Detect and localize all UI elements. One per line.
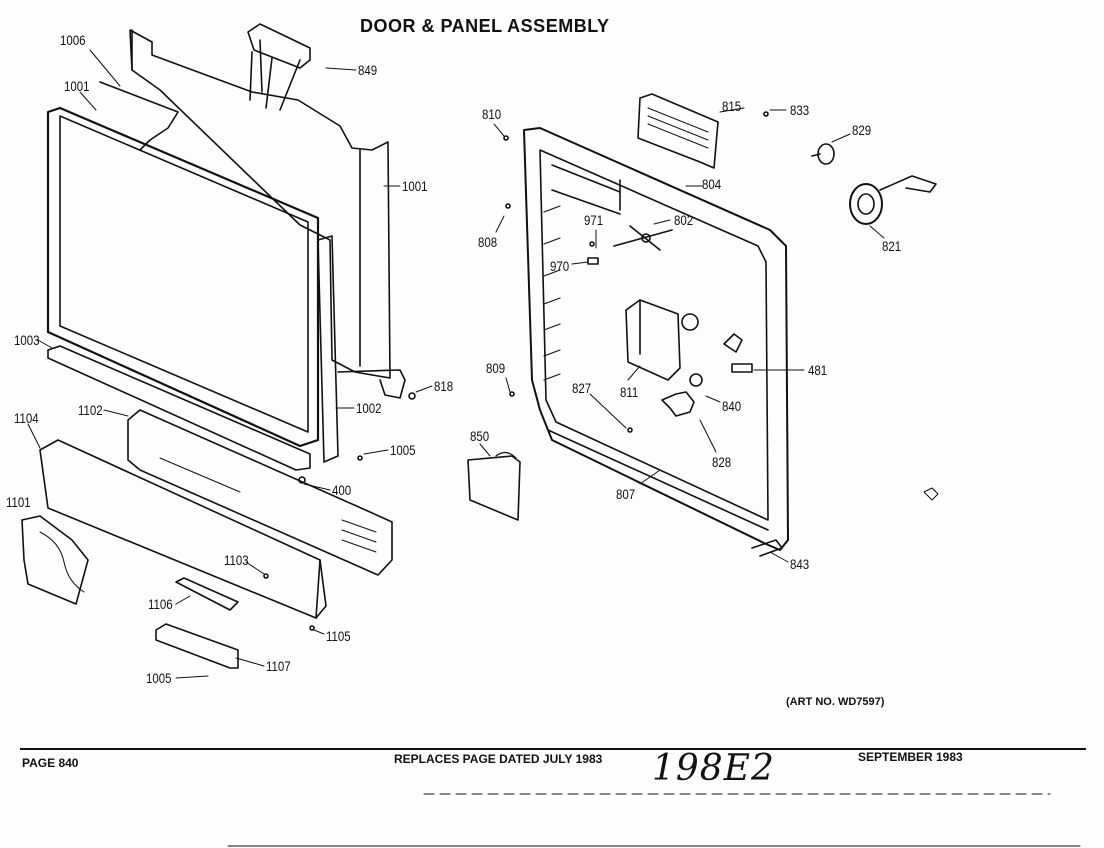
callout-1101: 1101 (6, 494, 31, 510)
rack-rails (544, 206, 560, 380)
outer-kick-plate (40, 440, 326, 618)
callout-827: 827 (572, 380, 592, 396)
inner-kick-plate (128, 410, 392, 575)
callout-840: 840 (722, 398, 742, 414)
callout-1102: 1102 (78, 402, 103, 418)
callout-811: 811 (620, 384, 639, 400)
callout-400: 400 (332, 482, 352, 498)
handwritten-code: 198E2 (652, 748, 775, 789)
callout-818: 818 (434, 378, 454, 394)
footer-rule (20, 748, 1086, 750)
inner-door-panel (100, 30, 390, 378)
bottom-trim (48, 346, 310, 470)
callout-1105: 1105 (326, 628, 351, 644)
side-trim-strip (318, 236, 405, 462)
callout-1106: 1106 (148, 596, 173, 612)
bracket-1106 (176, 578, 238, 610)
callout-481: 481 (808, 362, 828, 378)
callout-843: 843 (790, 556, 810, 572)
callout-821: 821 (882, 238, 902, 254)
replaces-note: REPLACES PAGE DATED JULY 1983 (394, 752, 603, 766)
callout-829: 829 (852, 122, 872, 138)
bracket-850 (468, 452, 520, 520)
callout-809: 809 (486, 360, 506, 376)
callout-1006: 1006 (60, 32, 86, 48)
callout-1107: 1107 (266, 658, 291, 674)
callout-828: 828 (712, 454, 732, 470)
callout-1005-lower: 1005 (146, 670, 172, 686)
issue-date: SEPTEMBER 1983 (858, 750, 963, 764)
callout-849: 849 (358, 62, 378, 78)
knob-829 (812, 144, 834, 164)
callout-1001-side: 1001 (402, 178, 428, 194)
kick-plate-slots (160, 458, 376, 552)
callout-970: 970 (550, 258, 570, 274)
callout-804: 804 (702, 176, 722, 192)
insulation-piece (22, 516, 88, 604)
detergent-dispenser (626, 300, 698, 380)
callout-815: 815 (722, 98, 742, 114)
callout-1103: 1103 (224, 552, 249, 568)
outer-door-panel (48, 108, 318, 446)
latch-bracket (662, 392, 694, 416)
spray-arm-part (614, 226, 672, 250)
dial-821 (850, 176, 936, 224)
callout-1005-upper: 1005 (390, 442, 416, 458)
callout-1104: 1104 (14, 410, 39, 426)
leader-lines (28, 50, 884, 678)
callout-808: 808 (478, 234, 498, 250)
art-number: (ART NO. WD7597) (786, 696, 885, 708)
page-number: PAGE 840 (22, 756, 79, 770)
upper-bracket (248, 24, 310, 110)
callout-1002: 1002 (356, 400, 382, 416)
callout-802: 802 (674, 212, 694, 228)
switch-481 (732, 364, 752, 372)
callout-810: 810 (482, 106, 502, 122)
callout-1001-front: 1001 (64, 78, 90, 94)
part-840-shape (690, 374, 702, 386)
callout-971: 971 (584, 212, 604, 228)
callout-807: 807 (616, 486, 636, 502)
vent-cover (638, 94, 718, 168)
inner-door-liner (524, 128, 788, 550)
callout-833: 833 (790, 102, 810, 118)
callout-1003: 1003 (14, 332, 40, 348)
bracket-1107 (156, 624, 238, 668)
page-title: DOOR & PANEL ASSEMBLY (360, 16, 610, 36)
callout-850: 850 (470, 428, 490, 444)
